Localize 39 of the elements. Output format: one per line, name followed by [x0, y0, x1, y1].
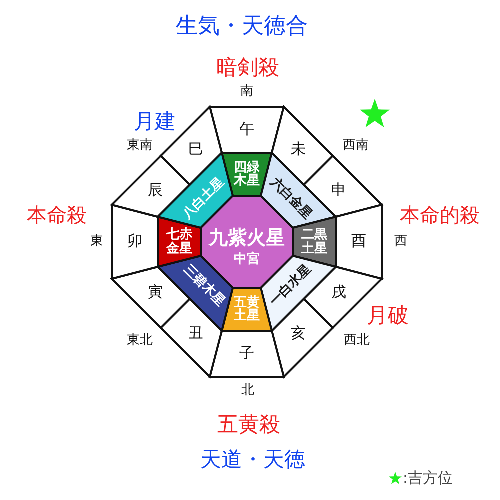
star-label: 三碧木星 — [180, 262, 227, 309]
branch-label: 丑 — [188, 326, 204, 342]
branch-label: 子 — [240, 346, 254, 362]
star-label: 六白金星 — [267, 175, 314, 222]
direction-label: 西 — [394, 234, 408, 250]
center-star-label: 九紫火星 — [209, 229, 285, 249]
omen-label: 暗剣殺 — [216, 56, 280, 80]
branch-label: 亥 — [290, 326, 306, 342]
direction-label: 東北 — [127, 334, 153, 348]
direction-label: 北 — [242, 384, 254, 398]
branch-label: 巳 — [188, 142, 204, 158]
direction-label: 西南 — [343, 138, 369, 154]
star-label: 七赤金星 — [166, 228, 194, 256]
star-label: 四緑木星 — [233, 160, 261, 188]
omen-label: 月破 — [367, 304, 409, 328]
branch-label: 未 — [290, 142, 306, 158]
omen-label: 五黄殺 — [218, 413, 280, 437]
direction-label: 南 — [240, 84, 254, 100]
omen-label: 本命的殺 — [400, 204, 480, 226]
branch-label: 酉 — [352, 234, 366, 250]
star-label: 二黒土星 — [300, 228, 328, 256]
branch-label: 戌 — [331, 285, 346, 302]
star-label: 一白水星 — [267, 262, 314, 309]
branch-label: 卯 — [128, 234, 142, 250]
omen-label: 天道・天徳 — [200, 448, 306, 472]
legend-label: :吉方位 — [403, 470, 454, 486]
branch-label: 寅 — [148, 285, 163, 302]
direction-label: 東南 — [127, 138, 153, 154]
branch-label: 辰 — [148, 182, 163, 199]
branch-label: 午 — [240, 122, 254, 138]
omen-label: 月建 — [134, 110, 176, 134]
branch-label: 申 — [331, 182, 346, 199]
star-label: 八白土星 — [180, 175, 227, 222]
omen-label: 生気・天徳合 — [176, 14, 308, 40]
omen-label: 本命殺 — [27, 204, 87, 226]
direction-label: 西北 — [344, 334, 370, 348]
star-label: 五黄土星 — [233, 296, 261, 324]
center-palace-label: 中宮 — [234, 253, 260, 267]
direction-label: 東 — [90, 234, 104, 250]
